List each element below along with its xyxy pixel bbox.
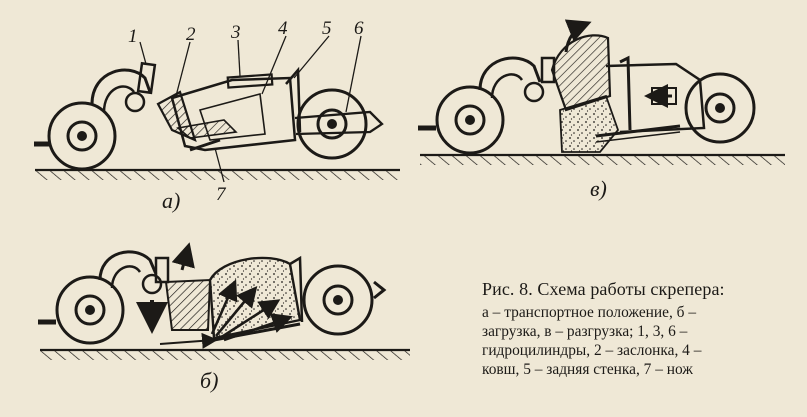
caption-body: а – транспортное положение, б – загрузка… xyxy=(482,303,802,379)
caption-line: загрузка, в – разгрузка; 1, 3, 6 – xyxy=(482,323,688,340)
caption-line: а – транспортное положение, б – xyxy=(482,304,697,321)
part-label-2: 2 xyxy=(186,24,196,45)
panel-unloading: в) xyxy=(418,19,785,201)
part-label-7: 7 xyxy=(216,184,227,205)
front-wheel xyxy=(47,101,117,171)
front-wheel xyxy=(55,275,125,345)
panel-loading: б) xyxy=(38,242,410,393)
rear-wheel xyxy=(296,88,368,160)
rear-wheel xyxy=(302,264,374,336)
subfigure-label-v: в) xyxy=(590,176,607,201)
part-label-5: 5 xyxy=(322,18,332,39)
subfigure-label-a: а) xyxy=(162,188,180,213)
caption-title: Рис. 8. Схема работы скрепера: xyxy=(482,279,725,299)
caption-line: ковш, 5 – задняя стенка, 7 – нож xyxy=(482,361,693,378)
panel-transport: 1 2 3 4 5 6 7 а) xyxy=(34,18,400,213)
front-wheel xyxy=(435,85,505,155)
rear-wheel xyxy=(684,72,756,144)
part-label-6: 6 xyxy=(354,18,364,39)
part-label-4: 4 xyxy=(278,18,288,39)
figure-caption: Рис. 8. Схема работы скрепера: а – транс… xyxy=(482,279,802,379)
subfigure-label-b: б) xyxy=(200,368,218,393)
part-label-3: 3 xyxy=(230,22,241,43)
part-label-1: 1 xyxy=(128,26,138,47)
caption-line: гидроцилиндры, 2 – заслонка, 4 – xyxy=(482,342,702,359)
